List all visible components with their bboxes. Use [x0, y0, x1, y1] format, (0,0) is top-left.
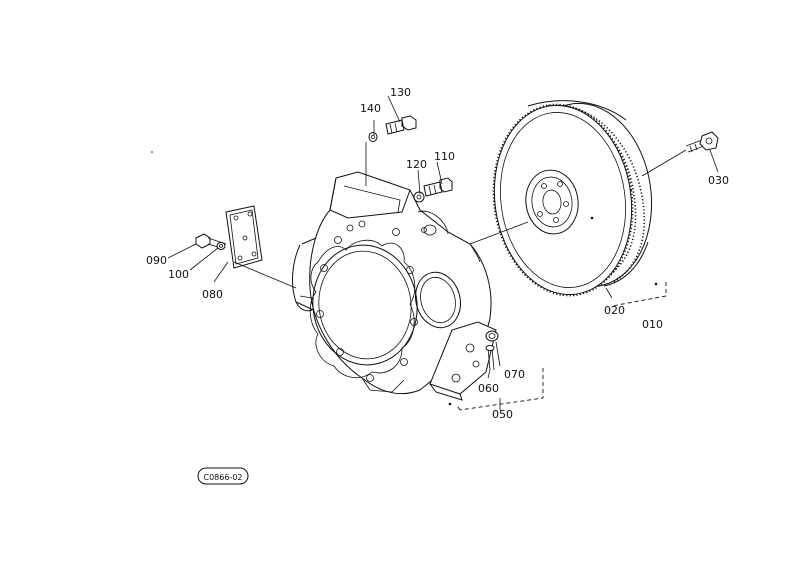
side-cover-plate — [429, 321, 497, 401]
callouts: 140 130 120 110 090 100 080 030 020 010 … — [146, 86, 729, 421]
washer-120 — [413, 191, 425, 203]
callout-090: 090 — [146, 254, 167, 267]
callout-100: 100 — [168, 268, 189, 281]
stud-and-nut — [485, 330, 499, 371]
callout-010: 010 — [642, 318, 663, 331]
cover-bolt — [195, 233, 227, 250]
stamp-text: C0866-02 — [203, 473, 242, 482]
bolt-110 — [423, 177, 453, 197]
callout-140: 140 — [360, 102, 381, 115]
callout-030: 030 — [708, 174, 729, 187]
washer-140 — [368, 132, 378, 142]
callout-110: 110 — [434, 150, 455, 163]
callout-120: 120 — [406, 158, 427, 171]
top-bolt-130 — [385, 115, 417, 135]
callout-070: 070 — [504, 368, 525, 381]
flywheel — [492, 100, 653, 297]
bracket-010 — [611, 282, 667, 307]
drawing-stamp: C0866-02 — [197, 467, 249, 485]
callout-050: 050 — [492, 408, 513, 421]
flywheel-bolt — [685, 131, 719, 153]
callout-130: 130 — [390, 86, 411, 99]
callout-020: 020 — [604, 304, 625, 317]
callout-060: 060 — [478, 382, 499, 395]
flywheel-housing — [292, 171, 492, 395]
bracket-050 — [448, 368, 544, 411]
leader-lines — [167, 95, 719, 410]
callout-080: 080 — [202, 288, 223, 301]
inspection-cover-plate — [225, 205, 263, 269]
